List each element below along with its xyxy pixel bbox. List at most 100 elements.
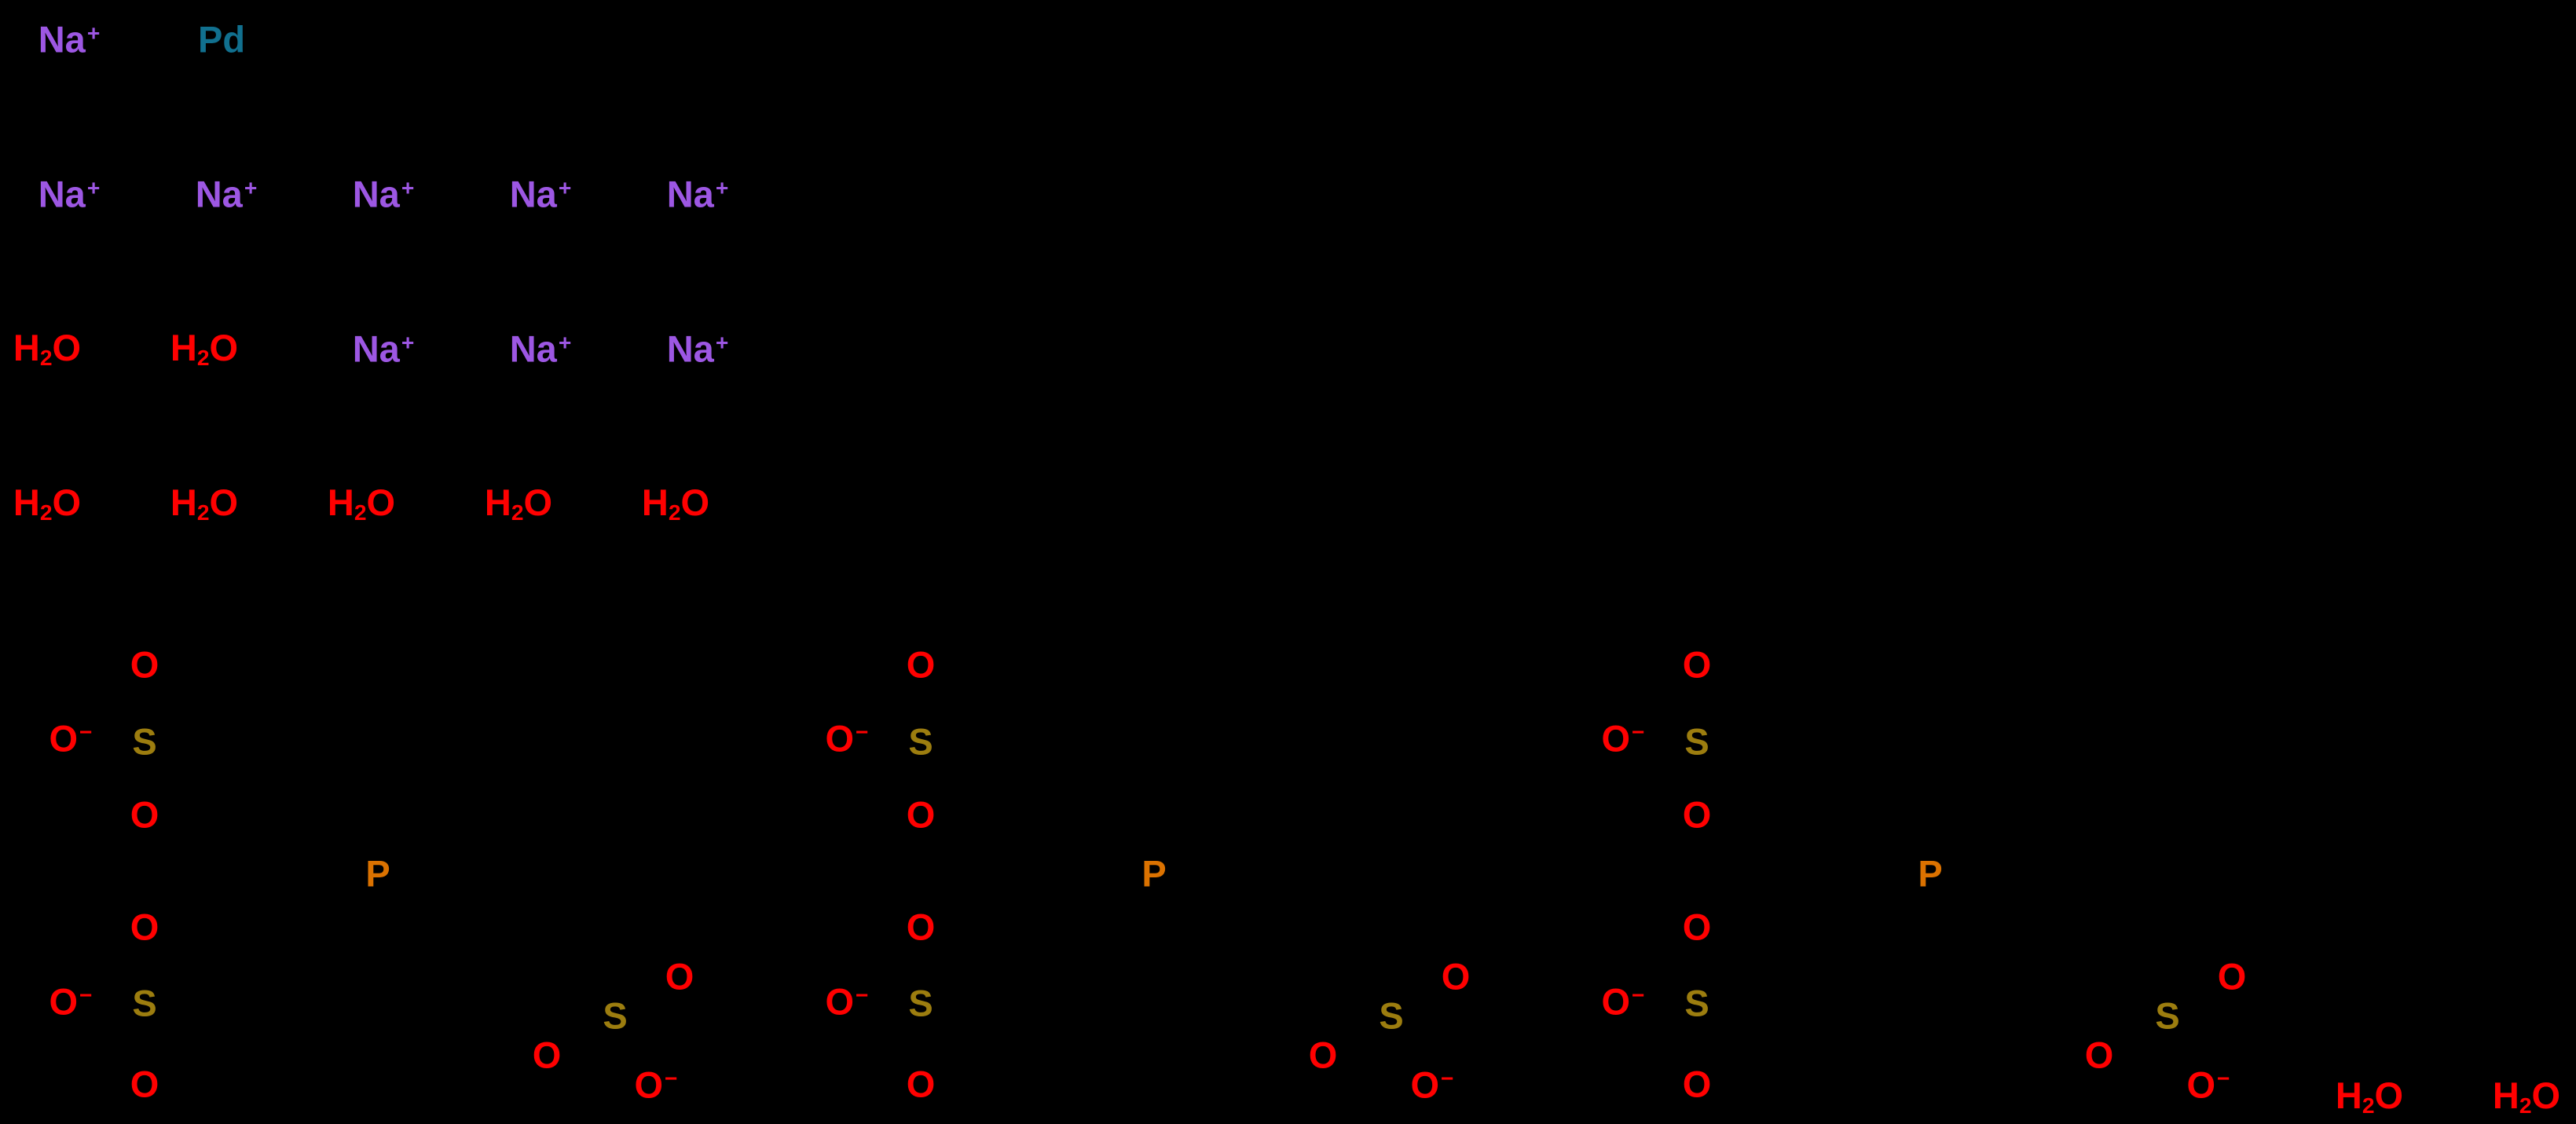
water-molecule-text: 2 — [511, 500, 524, 525]
water-molecule-text: H — [2335, 1074, 2362, 1116]
sodium-ion: Na+ — [353, 176, 415, 213]
oxygen-anion-text: O — [49, 980, 79, 1023]
sodium-ion-text: + — [401, 174, 415, 200]
sulfur-atom-text: S — [1684, 720, 1709, 763]
oxygen-anion: O− — [825, 983, 868, 1020]
oxygen-anion: O− — [825, 720, 868, 757]
oxygen-atom-text: O — [665, 955, 694, 998]
sodium-ion-text: + — [86, 174, 101, 200]
sodium-ion: Na+ — [667, 331, 729, 368]
oxygen-anion-text: O — [825, 717, 855, 760]
sodium-ion-text: Na — [666, 173, 714, 215]
oxygen-atom-text: O — [130, 1063, 159, 1105]
oxygen-atom-text: O — [130, 793, 159, 836]
sodium-ion-text: Na — [38, 173, 86, 215]
oxygen-anion: O− — [49, 720, 92, 757]
sodium-ion-text: + — [558, 174, 572, 200]
oxygen-atom-text: O — [1682, 906, 1712, 948]
oxygen-anion-text: − — [665, 1065, 678, 1090]
water-molecule-text: O — [680, 481, 710, 523]
sodium-ion-text: Na — [509, 173, 557, 215]
oxygen-atom-text: O — [2084, 1034, 2114, 1076]
sodium-ion-text: Na — [352, 173, 400, 215]
oxygen-atom: O — [1683, 646, 1712, 683]
oxygen-atom-text: O — [1308, 1034, 1338, 1076]
sodium-ion-text: Na — [195, 173, 243, 215]
oxygen-atom: O — [907, 909, 936, 946]
oxygen-anion: O− — [2186, 1067, 2230, 1104]
sodium-ion: Na+ — [353, 331, 415, 368]
water-molecule-text: O — [52, 481, 82, 523]
sodium-ion-text: Na — [352, 328, 400, 370]
water-molecule-text: H — [484, 481, 511, 523]
water-molecule-text: O — [366, 481, 396, 523]
oxygen-anion-text: − — [79, 719, 93, 744]
sulfur-atom: S — [603, 998, 627, 1034]
oxygen-atom-text: O — [2217, 955, 2247, 998]
oxygen-atom: O — [1309, 1037, 1338, 1074]
oxygen-atom-text: O — [906, 643, 936, 686]
oxygen-anion: O− — [1410, 1067, 1453, 1104]
oxygen-anion-text: − — [856, 719, 869, 744]
water-molecule: H2O — [170, 329, 238, 368]
water-molecule-text: 2 — [354, 500, 367, 525]
phosphorus-atom-text: P — [365, 852, 390, 895]
oxygen-atom: O — [2085, 1037, 2114, 1074]
oxygen-anion-text: − — [856, 982, 869, 1007]
oxygen-anion-text: O — [1410, 1064, 1440, 1106]
oxygen-atom-text: O — [1682, 643, 1712, 686]
oxygen-anion-text: − — [79, 982, 93, 1007]
oxygen-atom-text: O — [1682, 1063, 1712, 1105]
water-molecule-text: 2 — [196, 500, 210, 525]
water-molecule-text: H — [13, 481, 40, 523]
water-molecule: H2O — [642, 484, 709, 523]
sodium-ion-text: + — [715, 174, 729, 200]
oxygen-atom-text: O — [130, 643, 159, 686]
phosphorus-atom-text: P — [1918, 852, 1943, 895]
oxygen-anion-text: O — [49, 717, 79, 760]
sodium-ion-text: + — [715, 329, 729, 354]
oxygen-atom: O — [907, 1066, 936, 1103]
sodium-ion: Na+ — [38, 21, 101, 58]
sulfur-atom-text: S — [603, 994, 628, 1037]
sulfur-atom: S — [908, 985, 933, 1022]
sodium-ion-text: + — [244, 174, 258, 200]
water-molecule-text: 2 — [668, 500, 681, 525]
oxygen-atom: O — [130, 646, 159, 683]
sulfur-atom-text: S — [1684, 982, 1709, 1024]
sodium-ion-text: + — [86, 20, 101, 45]
water-molecule-text: 2 — [39, 345, 53, 370]
oxygen-anion: O− — [49, 983, 92, 1020]
sodium-ion-text: Na — [509, 328, 557, 370]
water-molecule-text: H — [327, 481, 354, 523]
oxygen-atom: O — [1442, 958, 1471, 995]
sodium-ion-text: Na — [38, 18, 86, 60]
oxygen-anion-text: O — [1601, 717, 1631, 760]
oxygen-anion-text: O — [825, 980, 855, 1023]
oxygen-anion-text: − — [1441, 1065, 1454, 1090]
water-molecule-text: H — [2492, 1074, 2519, 1116]
sulfur-atom-text: S — [908, 720, 933, 763]
oxygen-atom-text: O — [906, 793, 936, 836]
sodium-ion: Na+ — [667, 176, 729, 213]
oxygen-atom: O — [1683, 796, 1712, 833]
water-molecule-text: H — [641, 481, 669, 523]
water-molecule: H2O — [2493, 1077, 2560, 1116]
sodium-ion: Na+ — [196, 176, 258, 213]
oxygen-atom: O — [2218, 958, 2247, 995]
oxygen-anion: O− — [1601, 983, 1644, 1020]
sulfur-atom-text: S — [132, 982, 157, 1024]
sulfur-atom-text: S — [1379, 994, 1404, 1037]
water-molecule: H2O — [485, 484, 552, 523]
oxygen-anion-text: O — [2186, 1064, 2216, 1106]
water-molecule-text: O — [2531, 1074, 2561, 1116]
sodium-ion: Na+ — [38, 176, 101, 213]
oxygen-anion-text: O — [1601, 980, 1631, 1023]
oxygen-atom: O — [130, 796, 159, 833]
oxygen-atom: O — [907, 796, 936, 833]
phosphorus-atom: P — [365, 855, 390, 892]
sulfur-atom-text: S — [2155, 994, 2180, 1037]
sulfur-atom: S — [132, 985, 156, 1022]
water-molecule: H2O — [13, 329, 81, 368]
